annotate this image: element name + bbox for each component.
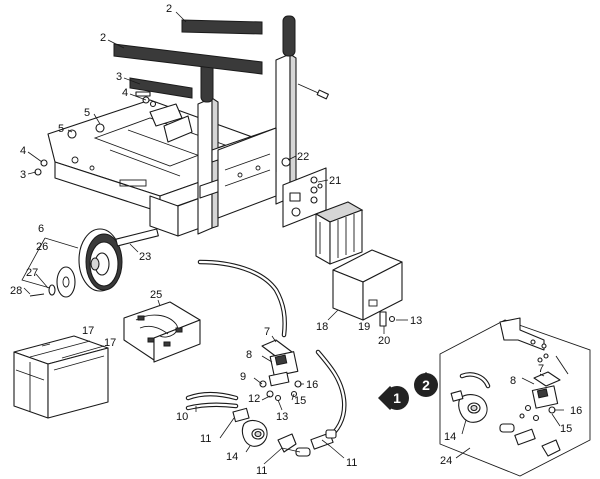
- callout-3: 3: [116, 71, 122, 83]
- callout-7: 7: [264, 326, 270, 338]
- callout-14: 14: [226, 451, 238, 463]
- callout-23: 23: [139, 251, 151, 263]
- callout-13: 13: [276, 411, 288, 423]
- leader-lines: [23, 11, 564, 465]
- callout-11: 11: [200, 433, 211, 445]
- callout-8: 8: [510, 375, 516, 387]
- callout-2: 2: [166, 3, 172, 15]
- callout-13: 13: [410, 315, 422, 327]
- callout-21: 21: [329, 175, 341, 187]
- strip-top: [181, 19, 263, 35]
- variant-badge-2: 2: [414, 372, 438, 397]
- hose-10: [185, 392, 239, 411]
- callout-24: 24: [440, 455, 452, 467]
- kit-24-outline: [439, 319, 591, 477]
- callout-18: 18: [316, 321, 328, 333]
- callout-4: 4: [122, 87, 128, 99]
- wire-harness: [123, 301, 201, 363]
- callout-25: 25: [150, 289, 162, 301]
- callout-7: 7: [538, 363, 544, 375]
- pump-module: [314, 201, 364, 265]
- callout-22: 22: [297, 151, 309, 163]
- charger-box: [332, 249, 403, 321]
- callout-16: 16: [570, 405, 582, 417]
- callout-15: 15: [294, 395, 306, 407]
- callout-4: 4: [20, 145, 26, 157]
- callout-9: 9: [240, 371, 246, 383]
- bracket-19: [379, 311, 396, 327]
- callout-11: 11: [256, 465, 267, 477]
- callout-15: 15: [560, 423, 572, 435]
- callout-labels: 2 2 3 4 5 5 4 3 22 21 6 26 23 27 28 25 1…: [10, 3, 582, 477]
- callout-8: 8: [246, 349, 252, 361]
- batteries: [13, 335, 109, 419]
- variant-badge-1: 1: [378, 386, 409, 410]
- callout-20: 20: [378, 335, 390, 347]
- callout-17: 17: [82, 325, 94, 337]
- callout-10: 10: [176, 411, 188, 423]
- strip-mid: [113, 43, 263, 75]
- callout-5: 5: [84, 107, 90, 119]
- callout-26: 26: [36, 241, 48, 253]
- callout-17: 17: [104, 337, 116, 349]
- hose-lower: [315, 349, 347, 441]
- callout-19: 19: [358, 321, 370, 333]
- variant-label-2: 2: [422, 377, 430, 393]
- callout-5: 5: [58, 123, 64, 135]
- callout-11: 11: [346, 457, 357, 469]
- valve-assembly-left: [259, 339, 302, 402]
- callout-6: 6: [38, 223, 44, 235]
- strip-low: [129, 77, 193, 99]
- wheel-assembly: [21, 228, 159, 298]
- callout-27: 27: [26, 267, 38, 279]
- callout-3: 3: [20, 169, 26, 181]
- callout-14: 14: [444, 431, 456, 443]
- control-panel: [282, 167, 327, 228]
- callout-12: 12: [248, 393, 260, 405]
- callout-28: 28: [10, 285, 22, 297]
- callout-16: 16: [306, 379, 318, 391]
- variant-label-1: 1: [393, 390, 401, 406]
- callout-2: 2: [100, 32, 106, 44]
- kit-24-parts: [450, 317, 569, 457]
- hose-upper: [197, 259, 287, 338]
